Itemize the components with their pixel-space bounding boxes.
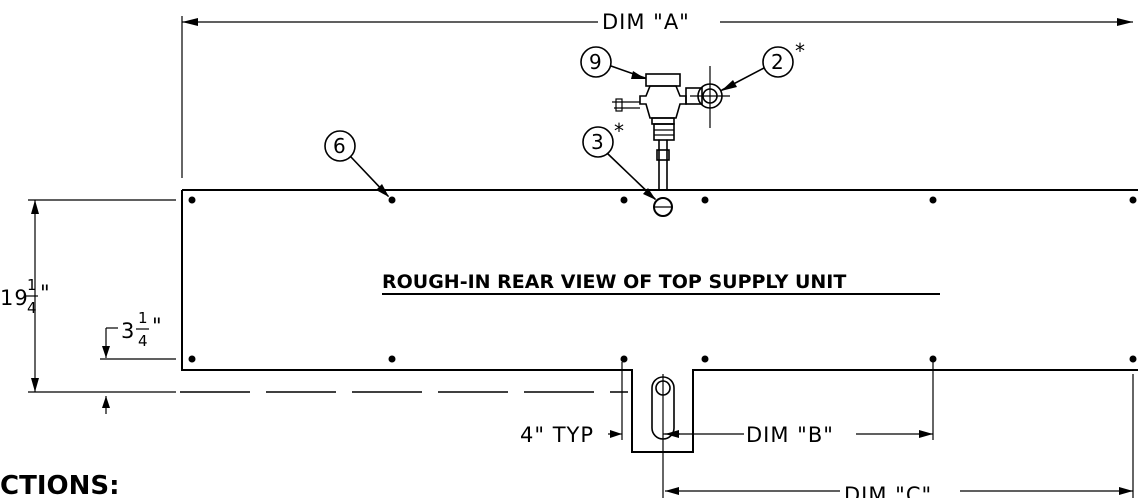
dim-3-numerator: 1 xyxy=(138,309,148,327)
callout-3-number: 3 xyxy=(591,130,604,154)
supply-stop-icon xyxy=(690,66,730,128)
dim-19-whole: 19 xyxy=(0,286,29,310)
dim-a-label: DIM "A" xyxy=(602,10,690,34)
dim-typ-label: 4" TYP xyxy=(520,423,594,447)
panel-outline xyxy=(181,189,1138,453)
dim-b-line xyxy=(665,362,934,440)
supply-opening-icon xyxy=(653,197,673,217)
dim-b-label: DIM "B" xyxy=(746,423,834,447)
dim-c-line xyxy=(665,374,1134,498)
callout-6-number: 6 xyxy=(333,134,346,158)
callout-2-number: 2 xyxy=(771,50,784,74)
dim-3-denominator: 4 xyxy=(138,332,148,350)
callout-9-number: 9 xyxy=(589,50,602,74)
dim-3-whole: 3 xyxy=(121,319,135,343)
dim-19-numerator: 1 xyxy=(27,276,37,294)
callout-2-asterisk: * xyxy=(795,39,805,63)
drawing-title: ROUGH-IN REAR VIEW OF TOP SUPPLY UNIT xyxy=(382,271,846,293)
dim-c-label: DIM "C" xyxy=(844,483,932,498)
dim-19-unit: " xyxy=(40,281,51,305)
callout-3 xyxy=(582,126,656,200)
callout-2 xyxy=(721,46,794,91)
flush-valve-icon xyxy=(612,73,703,191)
callout-6 xyxy=(324,130,389,197)
callout-9 xyxy=(580,46,646,79)
section-heading: CTIONS: xyxy=(0,471,119,498)
dim-typ-line xyxy=(608,362,680,440)
dim-19-line xyxy=(28,199,176,393)
callout-3-asterisk: * xyxy=(614,119,624,143)
dim-a-line xyxy=(181,16,1133,178)
dim-19-denominator: 4 xyxy=(27,299,37,317)
mounting-holes xyxy=(188,196,1137,363)
dim-3-unit: " xyxy=(152,314,163,338)
waste-outlet-icon xyxy=(651,374,675,498)
dim-3-line xyxy=(100,327,176,414)
